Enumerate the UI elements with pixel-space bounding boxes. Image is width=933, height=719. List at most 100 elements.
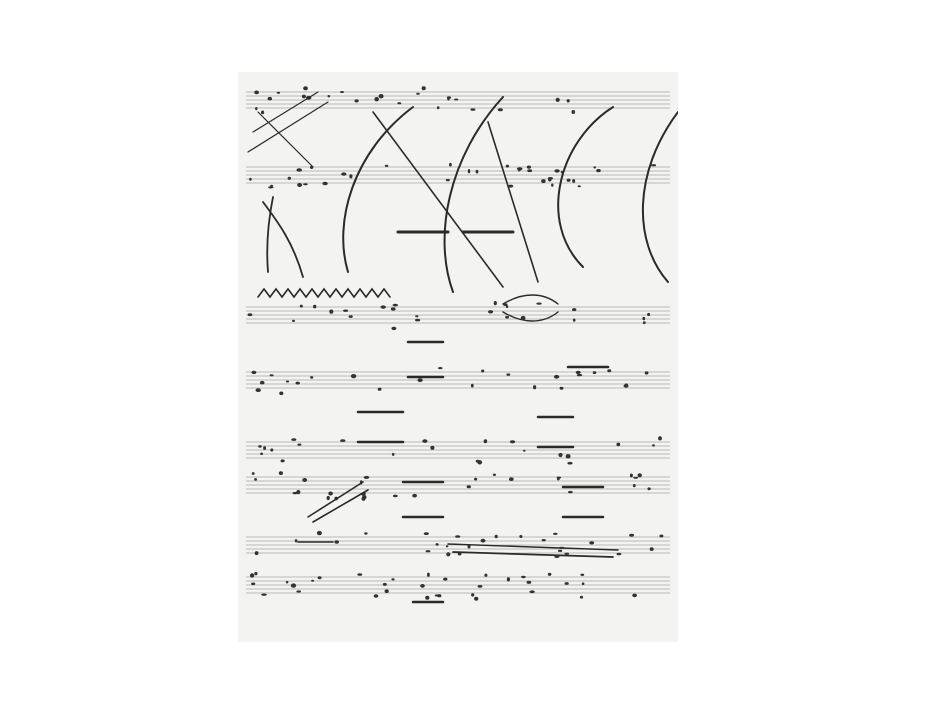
note-head [581,582,585,585]
note-head [488,310,494,314]
note-head [297,443,302,446]
note-head [505,305,509,308]
note-head [637,473,642,478]
note-head [436,106,440,110]
note-head [391,326,397,331]
note-head [509,440,516,444]
note-head [652,444,655,447]
note-head [548,177,552,182]
note-head [558,452,563,458]
note-head [296,590,301,593]
note-head [434,594,439,597]
note-head [596,169,601,173]
note-head [397,102,402,105]
note-head [326,495,330,501]
note-head [497,108,503,112]
note-head [446,96,452,99]
note-head [536,302,542,305]
note-head [651,164,657,167]
note-head [553,374,560,379]
note-head [412,493,417,498]
manuscript-page [238,72,678,642]
note-head [364,532,368,535]
note-head [279,391,284,396]
note-head [427,572,430,577]
note-head [259,380,265,385]
cross-out-marks [247,91,678,299]
note-head [517,167,521,172]
note-head [556,476,562,479]
note-head [251,472,255,475]
note-head [443,577,448,581]
note-head [303,183,308,186]
note-head [647,487,651,491]
note-head [557,549,563,552]
note-head [390,307,396,311]
note-head [255,107,258,111]
note-head [481,369,485,373]
note-head [589,541,595,545]
note-head [303,86,308,91]
note-head [349,174,353,179]
note-head [632,484,636,488]
note-head [551,183,554,187]
note-head [354,99,359,103]
note-head [593,166,596,169]
note-head [392,303,398,307]
note-head [423,532,429,535]
note-head [420,584,425,588]
note-head [280,459,285,463]
note-head [417,378,423,383]
note-head [263,446,267,450]
note-head [564,552,570,555]
note-head [294,539,298,543]
note-head [310,376,314,379]
note-head [258,445,262,448]
note-head [480,538,486,543]
note-head [313,304,317,309]
note-head [520,315,526,321]
note-head [297,183,303,187]
note-head [541,539,546,542]
note-head [276,91,281,94]
note-head [415,318,421,322]
note-head [567,461,573,465]
note-head [299,304,303,308]
note-head [392,494,398,498]
note-head [285,581,289,584]
staff-lines [246,91,670,594]
note-head [435,543,439,546]
note-head [466,485,471,489]
note-head [616,552,622,556]
note-head [249,177,252,181]
note-head [477,460,483,465]
note-head [505,315,510,319]
note-head [285,380,290,383]
note-head [341,172,347,176]
note-head [254,551,259,556]
note-head [343,309,349,312]
note-head [425,550,431,553]
note-head [270,448,274,452]
note-head [494,534,498,539]
note-head [564,582,569,585]
note-head [445,545,449,548]
note-head [391,452,395,456]
note-head [493,301,497,306]
note-head [302,478,308,482]
note-head [322,181,328,186]
note-head [287,176,291,180]
note-head [527,169,533,173]
note-head [251,370,257,375]
note-head [340,439,346,442]
note-head [377,387,382,391]
note-head [559,386,564,390]
note-head [357,573,363,576]
note-head [629,473,633,478]
note-head [579,595,584,599]
note-head [290,583,297,588]
note-head [484,573,488,577]
note-head [301,94,306,99]
note-head [568,490,573,494]
note-head [616,442,621,447]
